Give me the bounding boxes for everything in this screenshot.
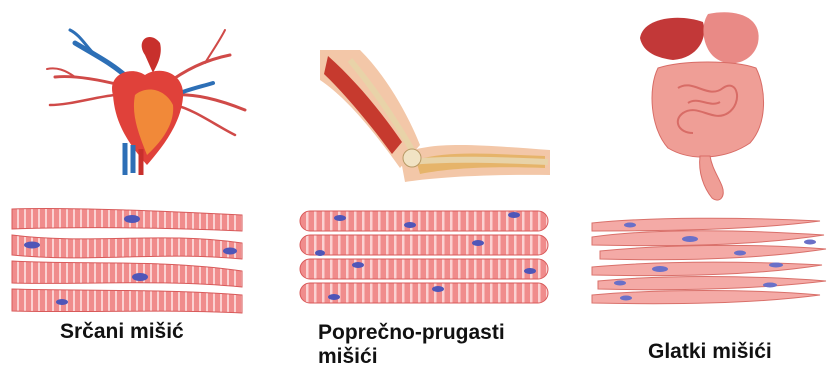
label-skeletal-muscle: Poprečno-prugastimišići: [318, 321, 505, 369]
label-cardiac-muscle: Srčani mišić: [60, 320, 184, 344]
cardiac-muscle-fibers: [10, 205, 246, 317]
digestive-tract-icon: [638, 8, 778, 208]
heart-icon: [35, 25, 255, 175]
skeletal-muscle-fibers: [298, 209, 554, 307]
panel-smooth-muscle: Glatki mišići: [580, 0, 829, 368]
arm-muscle-icon: [320, 50, 550, 190]
panel-cardiac-muscle: Srčani mišić: [0, 0, 270, 368]
smooth-muscle-cells: [590, 215, 828, 307]
label-smooth-muscle: Glatki mišići: [648, 340, 772, 364]
label-skeletal-line1: Poprečno-prugasti: [318, 321, 505, 344]
panel-skeletal-muscle: Poprečno-prugastimišići: [280, 0, 570, 368]
label-skeletal-line2: mišići: [318, 345, 378, 368]
